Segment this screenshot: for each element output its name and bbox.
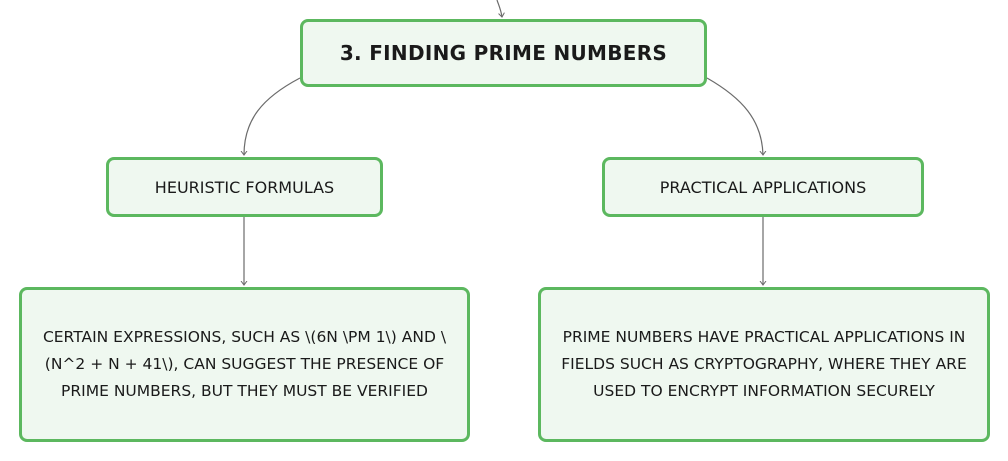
edge-root-to-heuristic-formulas: [244, 77, 301, 155]
root-node-label: 3. FINDING PRIME NUMBERS: [339, 41, 668, 65]
heuristic-formulas-node[interactable]: HEURISTIC FORMULAS: [106, 157, 383, 217]
practical-applications-detail-node[interactable]: PRIME NUMBERS HAVE PRACTICAL APPLICATION…: [538, 287, 990, 442]
heuristic-formulas-detail-text: CERTAIN EXPRESSIONS, SUCH AS \(6N \PM 1\…: [42, 328, 447, 400]
edge-parent-to-root: [496, 0, 502, 17]
heuristic-formulas-label: HEURISTIC FORMULAS: [154, 177, 335, 197]
practical-applications-node[interactable]: PRACTICAL APPLICATIONS: [602, 157, 924, 217]
root-node[interactable]: 3. FINDING PRIME NUMBERS: [300, 19, 707, 87]
heuristic-formulas-detail-node[interactable]: CERTAIN EXPRESSIONS, SUCH AS \(6N \PM 1\…: [19, 287, 470, 442]
practical-applications-label: PRACTICAL APPLICATIONS: [659, 177, 867, 197]
edge-root-to-practical-applications: [706, 77, 763, 155]
practical-applications-detail-text: PRIME NUMBERS HAVE PRACTICAL APPLICATION…: [561, 328, 967, 400]
